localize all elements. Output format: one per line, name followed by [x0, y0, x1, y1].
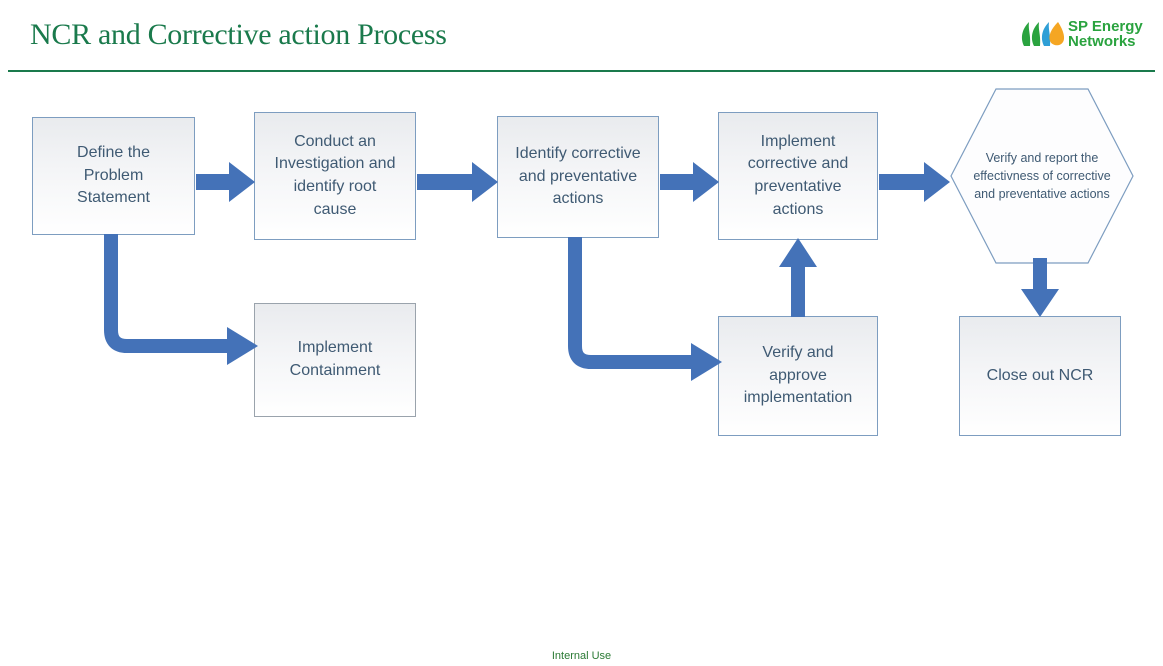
arrow-right-icon: [196, 162, 255, 202]
connector-define-to-conduct: [196, 160, 256, 204]
connector-define-to-containment: [98, 234, 260, 366]
slide-header: NCR and Corrective action Process SP Ene…: [0, 0, 1163, 72]
sp-flame-mark-icon: [1021, 22, 1065, 46]
node-close-out-ncr-label: Close out NCR: [986, 366, 1094, 384]
arrow-elbow-down-right-icon: [104, 234, 258, 365]
connector-verify-approve-to-implement: [776, 238, 820, 318]
arrow-elbow-down-right-icon: [568, 237, 722, 381]
node-close-out-ncr[interactable]: Close out NCR: [959, 316, 1121, 436]
hexagon-shape: [950, 88, 1134, 264]
arrow-right-icon: [660, 162, 719, 202]
connector-verify-report-to-close-out: [1018, 258, 1062, 318]
arrow-up-icon: [779, 238, 817, 317]
arrow-right-icon: [879, 162, 950, 202]
connector-implement-to-verify-report: [879, 160, 951, 204]
logo-line-2: Networks: [1068, 33, 1136, 50]
page-title: NCR and Corrective action Process: [30, 18, 447, 51]
logo-line-1: SP Energy: [1068, 18, 1143, 35]
connector-identify-to-verify-approve: [562, 237, 724, 382]
arrow-down-icon: [1021, 258, 1059, 317]
title-divider: [8, 70, 1155, 72]
footer-classification: Internal Use: [551, 650, 612, 662]
connector-identify-to-implement: [660, 160, 720, 204]
connector-conduct-to-identify: [417, 160, 499, 204]
arrow-right-icon: [417, 162, 498, 202]
